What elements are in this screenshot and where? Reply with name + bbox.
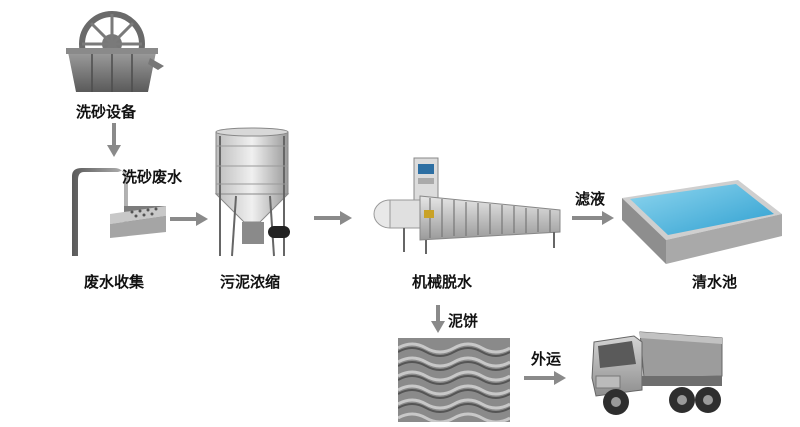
arrow-right-transport xyxy=(524,371,566,385)
sludge-thickener-icon xyxy=(214,127,290,257)
arrow-down-mud-cake xyxy=(431,305,445,333)
wastewater-trough-icon xyxy=(72,168,166,256)
arrow-right-1 xyxy=(170,212,208,226)
label-mud-cake: 泥饼 xyxy=(448,312,479,330)
label-sludge-thickening: 污泥浓缩 xyxy=(220,273,281,291)
mud-cake-icon xyxy=(398,338,510,422)
arrow-right-filtrate xyxy=(572,211,614,225)
label-sand-washer: 洗砂设备 xyxy=(76,103,137,121)
label-clear-water-pool: 清水池 xyxy=(692,273,738,291)
clear-water-pool-icon xyxy=(622,180,782,264)
arrow-right-2 xyxy=(314,211,352,225)
label-wastewater-collection: 废水收集 xyxy=(84,273,145,291)
arrow-down-washer xyxy=(107,123,121,157)
label-transport-out: 外运 xyxy=(531,350,562,368)
label-mechanical-dewatering: 机械脱水 xyxy=(412,273,473,291)
filter-press-icon xyxy=(373,157,561,254)
dump-truck-icon xyxy=(591,331,723,415)
label-sand-wastewater: 洗砂废水 xyxy=(122,168,183,186)
sand-washer-icon xyxy=(66,11,164,92)
label-filtrate: 滤液 xyxy=(575,190,606,208)
